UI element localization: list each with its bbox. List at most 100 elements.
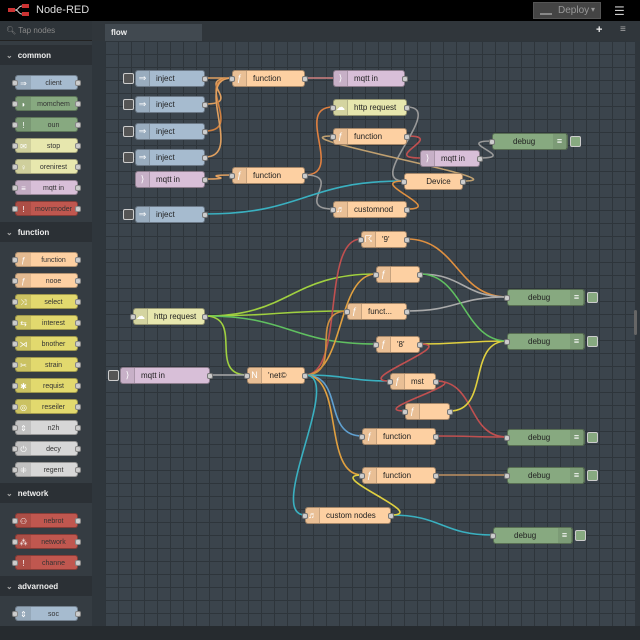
palette-node[interactable]: ✉stop [12, 138, 81, 153]
flow-node-debug[interactable]: debug≡ [504, 467, 585, 484]
palette-node[interactable]: ◗momchem [12, 96, 81, 111]
wire-net-mst[interactable] [304, 374, 391, 382]
debug-toggle-button[interactable] [587, 470, 598, 481]
wire-n8-d3[interactable] [419, 340, 508, 345]
palette-node[interactable]: ⋊bnother [12, 336, 81, 351]
flow-node-inject[interactable]: ⇒inject [135, 96, 208, 113]
palette-node[interactable]: !movnmoder [12, 201, 81, 216]
inject-button[interactable] [123, 126, 134, 137]
palette-category-advarnoed[interactable]: ⌄advarnoed [0, 576, 92, 596]
wire-fc-d3[interactable] [449, 340, 508, 412]
debug-toggle-button[interactable] [587, 336, 598, 347]
hamburger-icon[interactable]: ☰ [614, 4, 625, 18]
debug-toggle-button[interactable] [587, 432, 598, 443]
wire-h2-net[interactable] [204, 315, 248, 376]
wire-net-fa[interactable] [304, 273, 377, 376]
tab-flow[interactable]: flow [105, 24, 202, 41]
palette-node[interactable]: ⇕n2h [12, 420, 81, 435]
palette-category-common[interactable]: ⌄common [0, 45, 92, 65]
wire-n9-d2[interactable] [406, 238, 508, 298]
flow-node-inject[interactable]: ⇒inject [135, 123, 208, 140]
flow-node-debug[interactable]: debug≡ [490, 527, 573, 544]
palette-node[interactable]: ⚇nebrot [12, 513, 81, 528]
flow-node-mqtt[interactable]: ⟩mqtt in [135, 171, 208, 188]
wire-cn2-d6[interactable] [390, 514, 494, 536]
palette-node[interactable]: ⇆interest [12, 315, 81, 330]
wire-mq2-d1[interactable] [478, 140, 494, 159]
palette-node[interactable]: ⁜regent [12, 462, 81, 477]
flow-node-debug[interactable]: debug≡ [504, 429, 585, 446]
wire-i5-dev[interactable] [204, 180, 405, 215]
flow-node-inject[interactable]: ⇒inject [135, 70, 208, 87]
inject-button[interactable] [123, 99, 134, 110]
wire-dev-f3[interactable] [321, 135, 475, 182]
flow-node-http[interactable]: ☁http request [330, 99, 410, 116]
flow-node-inject[interactable]: ⇒inject [135, 206, 208, 223]
palette-node[interactable]: ✂strain [12, 357, 81, 372]
flow-node-function[interactable]: ƒ'8' [373, 336, 423, 353]
flow-node-function[interactable]: N'net© [244, 367, 308, 384]
wire-fd-d4[interactable] [435, 435, 508, 438]
wire-net-cn2[interactable] [292, 374, 318, 516]
wire-f2-h1[interactable] [304, 106, 334, 176]
debug-toggle-button[interactable] [587, 292, 598, 303]
flow-node-debug[interactable]: debug≡ [504, 333, 585, 350]
wire-mst-d4[interactable] [435, 380, 508, 438]
wire-net-fe[interactable] [304, 374, 363, 476]
inject-button[interactable] [108, 370, 119, 381]
tab-menu-button[interactable]: ≡ [620, 24, 626, 35]
wire-h2-fa[interactable] [204, 273, 377, 317]
flow-node-inject[interactable]: ⇒inject [135, 149, 208, 166]
flow-node-function[interactable]: Device [401, 173, 466, 190]
palette-search-input[interactable]: 🔍︎ Tap nodes [0, 21, 92, 41]
palette-node[interactable]: ◎reseiler [12, 399, 81, 414]
debug-toggle-button[interactable] [570, 136, 581, 147]
vertical-scrollbar[interactable] [634, 310, 637, 335]
wire-i4-f1[interactable] [204, 77, 233, 158]
flow-canvas[interactable]: ⇒inject ⇒inject ⇒inject ⇒inject ⟩mqtt in ⇒inj… [105, 41, 635, 626]
inject-button[interactable] [123, 73, 134, 84]
inject-button[interactable] [123, 209, 134, 220]
wire-f3-mq2[interactable] [405, 135, 422, 159]
wire-cn1-dev[interactable] [392, 180, 419, 210]
debug-toggle-button[interactable] [575, 530, 586, 541]
wire-m1-f2[interactable] [204, 174, 233, 180]
wire-h2-fb[interactable] [204, 310, 348, 317]
flow-node-function[interactable]: ♬custom nodes [302, 507, 394, 524]
flow-node-function[interactable]: ☈'9' [358, 231, 410, 248]
palette-category-function[interactable]: ⌄function [0, 222, 92, 242]
wire-net-fb[interactable] [304, 310, 348, 376]
palette-node[interactable]: ♀orenirest [12, 159, 81, 174]
deploy-button[interactable]: Deploy▾ [533, 2, 601, 19]
flow-node-debug[interactable]: debug≡ [504, 289, 585, 306]
inject-button[interactable] [123, 152, 134, 163]
flow-node-function[interactable]: ƒ [402, 403, 453, 420]
palette-category-network[interactable]: ⌄network [0, 483, 92, 503]
palette-node[interactable]: ⤨select [12, 294, 81, 309]
palette-node[interactable]: !oun [12, 117, 81, 132]
wire-fa-d2[interactable] [419, 273, 508, 298]
palette-node[interactable]: ⁂network [12, 534, 81, 549]
flow-node-mqtt[interactable]: ⟩mqtt in [420, 150, 483, 167]
wire-cn2-fe[interactable] [352, 474, 401, 516]
palette-node[interactable]: ⏻decy [12, 441, 81, 456]
wire-f2-cn1[interactable] [304, 174, 334, 210]
flow-node-function[interactable]: ƒ [373, 266, 423, 283]
palette-node[interactable]: ✱requist [12, 378, 81, 393]
wire-mst-fc[interactable] [395, 380, 446, 412]
palette-node[interactable]: ⇕soc [12, 606, 81, 621]
flow-node-function[interactable]: ♬customnod [330, 201, 410, 218]
chevron-down-icon[interactable]: ▾ [590, 5, 595, 14]
wire-fa-d3[interactable] [419, 273, 508, 342]
flow-node-http[interactable]: ☁http request [130, 308, 208, 325]
palette-node[interactable]: ⇒client [12, 75, 81, 90]
flow-node-debug[interactable]: debug≡ [489, 133, 568, 150]
